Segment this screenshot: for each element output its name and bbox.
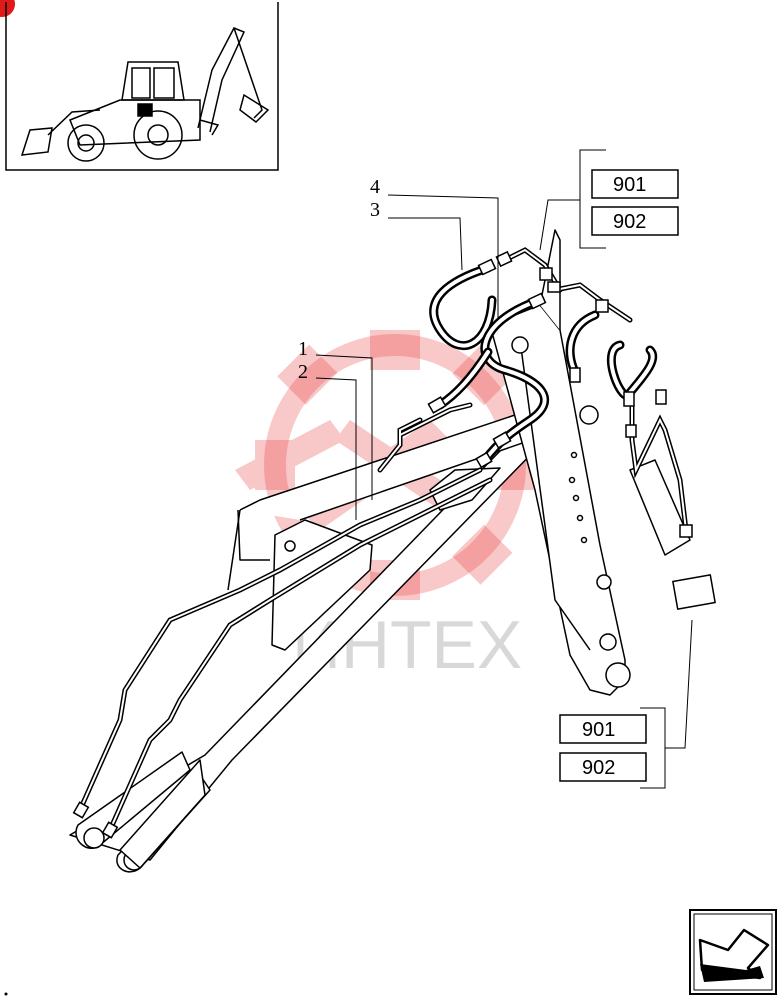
code-text: 902 (582, 757, 615, 779)
part-label-2: 2 (298, 361, 308, 383)
code-group-top: 901 902 (591, 169, 679, 236)
next-page-button[interactable] (689, 909, 777, 995)
code-box (591, 206, 679, 236)
backhoe-loader-thumbnail (5, 2, 279, 171)
part-label-4: 4 (370, 176, 380, 198)
leader-lines (315, 149, 693, 789)
code-box (559, 714, 647, 744)
code-text: 901 (613, 174, 646, 196)
code-text: 902 (613, 211, 646, 233)
part-label-3: 3 (370, 199, 380, 221)
code-text: 901 (582, 719, 615, 741)
boom-assembly (69, 229, 716, 873)
hydraulic-lines (72, 247, 693, 839)
code-box (591, 169, 679, 199)
next-page-arrow-icon (698, 928, 770, 982)
backhoe-loader-icon (20, 27, 270, 162)
code-box (559, 752, 647, 782)
code-group-bottom: 901 902 (559, 714, 647, 782)
part-label-1: 1 (298, 338, 308, 360)
red-corner-marker (0, 0, 15, 17)
corner-dot (4, 992, 8, 996)
